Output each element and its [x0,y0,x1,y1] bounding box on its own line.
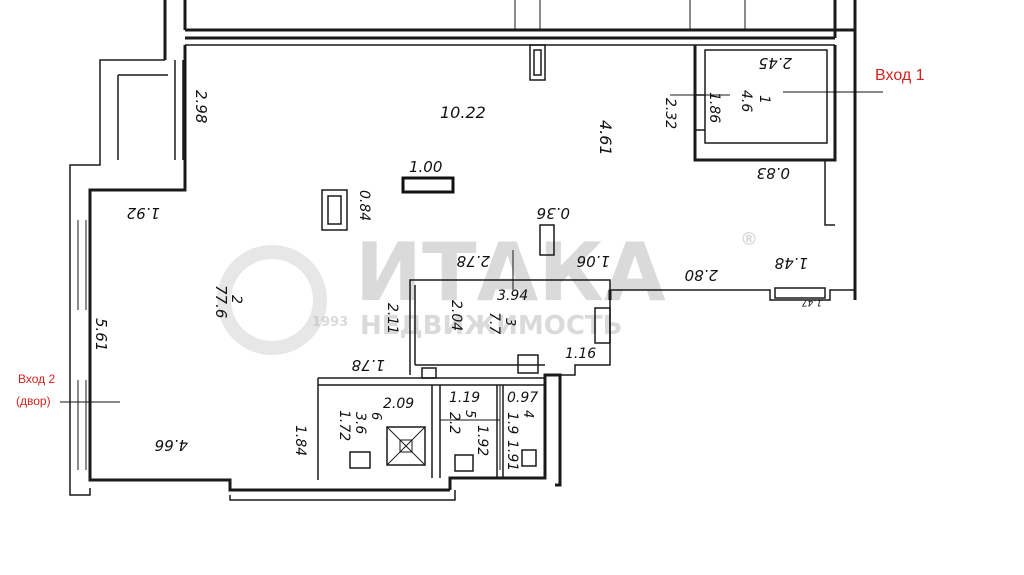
outer-walls [69,45,855,501]
top-walls [163,0,857,300]
toilet-icon-3 [521,449,537,467]
room-4-area: 1.9 [504,412,520,434]
dim-2-04: 2.04 [448,300,464,331]
dim-0-36: 0.36 [537,204,570,222]
dim-1-84: 1.84 [292,425,308,456]
dim-10-22: 10.22 [440,103,486,122]
column-top [529,44,546,81]
dim-1-47: 1.47 [802,297,822,307]
room-1-area: 4.6 [738,90,754,112]
dim-3-94: 3.94 [497,288,528,304]
dim-5-61: 5.61 [92,318,110,351]
watermark-reg: ® [740,229,758,250]
room-3-number: 3 [502,318,517,326]
dim-2-78: 2.78 [457,252,490,270]
dim-4-61: 4.61 [596,120,615,156]
dim-1-00: 1.00 [409,158,442,176]
entrance-1-label: Вход 1 [875,67,925,84]
dim-2-98: 2.98 [192,90,210,123]
dim-1-19: 1.19 [449,390,480,406]
room-1-number: 1 [756,95,772,104]
column-mid-inner [327,195,342,225]
room-5-number: 5 [462,410,477,418]
column-mid [321,189,348,231]
inner-rooms [317,279,611,480]
dim-1-92b: 1.92 [474,425,490,456]
dim-2-11: 2.11 [384,303,400,334]
room-2-area: 77.6 [212,285,230,318]
dim-2-80: 2.80 [685,266,718,284]
dim-1-91: 1.91 [504,440,520,471]
radiator [774,287,826,299]
room-6-number: 6 [368,412,383,420]
dim-0-83: 0.83 [757,164,790,182]
dimension-lines [440,94,730,470]
room-3-area: 7.7 [486,312,502,334]
toilet-icon [349,451,371,469]
watermark-logo-icon [217,245,327,355]
room-5-area: 2.2 [446,412,462,434]
dim-1-16: 1.16 [565,346,596,362]
room-6-area: 3.6 [352,412,368,434]
drain-icon [386,426,426,466]
watermark-sub: НЕДВИЖИМОСТЬ [360,311,622,341]
dim-2-45: 2.45 [759,54,792,72]
dim-2-09: 2.09 [383,396,414,412]
watermark: ИТАКА ® 1993 НЕДВИЖИМОСТЬ [217,226,758,355]
dimension-labels: 10.22 4.61 2.98 1.00 0.84 1.92 0.36 1.06… [92,54,822,471]
beam [401,176,455,194]
dim-1-78: 1.78 [352,356,385,374]
entrance-2-sublabel: (двор) [16,394,51,408]
dim-1-72: 1.72 [336,410,352,441]
watermark-year: 1993 [312,315,348,330]
entrance-2-label: Вход 2 [18,372,55,386]
toilet-icon-2 [454,454,474,472]
dim-1-48: 1.48 [775,254,808,272]
column-top-inner [533,49,542,76]
dim-4-66: 4.66 [155,436,188,454]
room-4-number: 4 [520,410,535,418]
dim-0-97: 0.97 [507,390,538,406]
dim-1-86: 1.86 [706,92,722,123]
fixtures [349,287,826,472]
dim-2-32: 2.32 [662,98,678,129]
dim-1-06: 1.06 [577,252,610,270]
column-small [539,224,555,256]
room-2-number: 2 [228,295,244,304]
dim-0-84: 0.84 [356,190,372,221]
watermark-brand: ИТАКА [355,226,666,319]
dim-1-92: 1.92 [127,204,160,222]
